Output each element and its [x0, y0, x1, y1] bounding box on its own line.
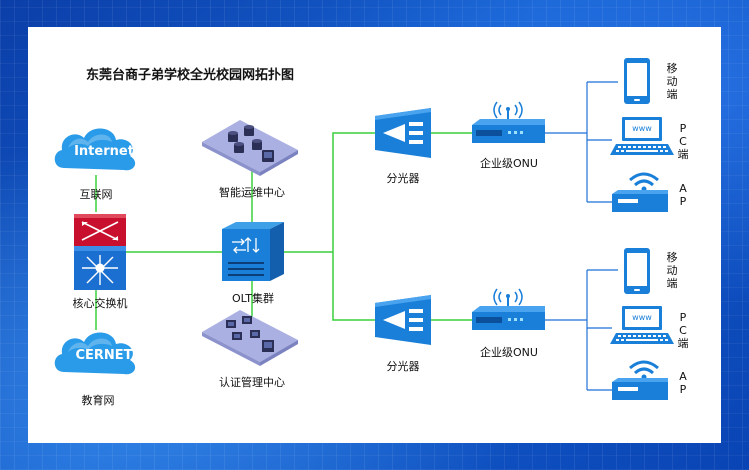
splitter-icon	[375, 295, 431, 345]
diagram-card	[28, 27, 721, 443]
cloud-icon	[54, 128, 136, 171]
fiber-links	[95, 132, 472, 330]
cernet-label: 教育网	[81, 394, 115, 407]
device-links	[545, 81, 618, 391]
cernet-cloud-text: CERNET	[75, 348, 133, 363]
splitter-bottom-label: 分光器	[386, 360, 420, 373]
page-title: 东莞台商子弟学校全光校园网拓扑图	[86, 68, 295, 83]
olt-chassis-icon	[222, 222, 284, 281]
core-switch-label: 核心交换机	[72, 297, 128, 310]
cloud-icon	[54, 332, 136, 375]
pc-top-label: PC端	[677, 122, 689, 161]
internet-label: 互联网	[79, 188, 113, 201]
wifi-access-point-icon	[612, 360, 668, 400]
link-olt-splitter-top	[332, 132, 375, 252]
laptop-icon	[610, 117, 674, 155]
ops-center-label: 智能运维中心	[219, 186, 285, 199]
smartphone-icon	[624, 58, 650, 104]
ap-top-label: AP	[679, 182, 687, 208]
mobile-bottom-label: 移动端	[666, 251, 678, 290]
wifi-access-point-icon	[612, 172, 668, 212]
smartphone-icon	[624, 248, 650, 294]
pc-bottom-screen-text: www	[632, 313, 652, 322]
onu-router-icon	[472, 288, 545, 330]
olt-label: OLT集群	[232, 292, 274, 305]
mobile-top-label: 移动端	[666, 62, 678, 101]
laptop-icon	[610, 306, 674, 344]
internet-cloud-text: Internet	[74, 144, 134, 159]
link-olt-splitter-bottom	[332, 252, 375, 321]
onu-top-label: 企业级ONU	[480, 157, 538, 170]
auth-center-label: 认证管理中心	[219, 376, 285, 389]
core-switch-icon	[74, 214, 126, 290]
onu-router-icon	[472, 101, 545, 143]
onu-bottom-label: 企业级ONU	[480, 346, 538, 359]
pc-top-screen-text: www	[632, 124, 652, 133]
workstation-cluster-icon	[202, 310, 298, 366]
pc-bottom-label: PC端	[677, 311, 689, 350]
splitter-top-label: 分光器	[386, 172, 420, 185]
splitter-icon	[375, 108, 431, 158]
ap-bottom-label: AP	[679, 370, 687, 396]
server-cluster-icon	[202, 120, 298, 176]
